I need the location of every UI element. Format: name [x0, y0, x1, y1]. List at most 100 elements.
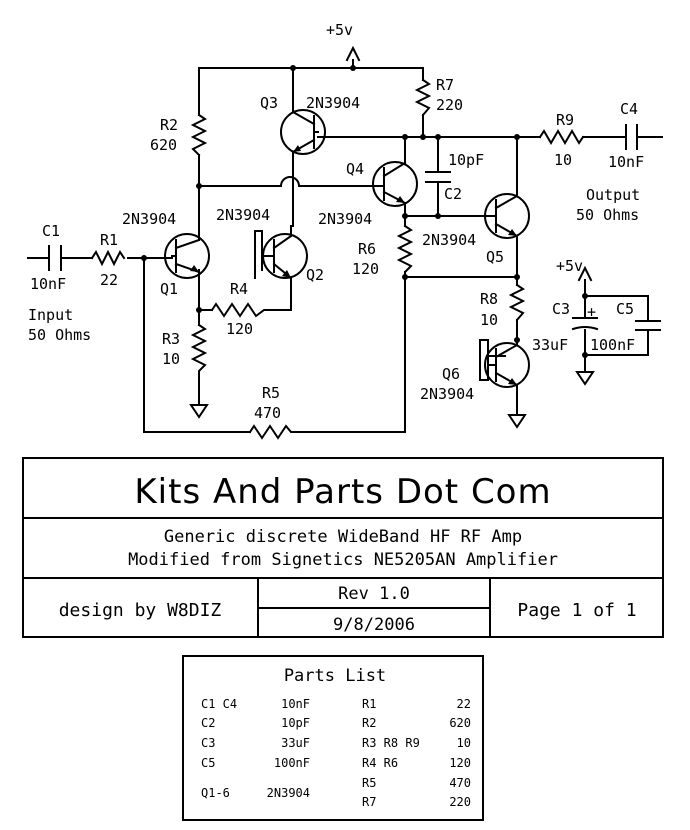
input-impedance: 50 Ohms [28, 326, 91, 344]
junction-dots [141, 65, 588, 358]
q2-type: 2N3904 [216, 206, 270, 224]
resistor-r2 [190, 113, 208, 157]
c2-value: 10pF [448, 151, 484, 169]
r4-value: 120 [226, 320, 253, 338]
c1-value: 10nF [30, 275, 66, 293]
parts-list-title: Parts List [284, 666, 386, 686]
capacitor-c3 [571, 317, 599, 331]
parts-right-ref: R2 [362, 716, 376, 730]
parts-right-ref: R7 [362, 795, 376, 809]
wire-crossover [279, 176, 301, 188]
r5-value: 470 [254, 404, 281, 422]
q3-ref: Q3 [260, 94, 278, 112]
c3-plus: + [587, 303, 596, 321]
resistor-r6 [396, 224, 414, 277]
r7-ref: R7 [436, 76, 454, 94]
company-title: Kits And Parts Dot Com [134, 472, 551, 512]
c5-value: 100nF [590, 336, 635, 354]
parts-left-value: 33uF [281, 736, 310, 750]
resistor-r3 [190, 323, 208, 377]
parts-right-value: 120 [449, 756, 471, 770]
transistor-q6 [484, 342, 530, 388]
c4-ref: C4 [620, 100, 638, 118]
wires [27, 59, 663, 433]
transistor-q4 [372, 161, 418, 207]
parts-left-ref: C5 [201, 756, 215, 770]
c1-ref: C1 [42, 222, 60, 240]
parts-right-ref: R5 [362, 776, 376, 790]
revision-label: Rev 1.0 [338, 584, 410, 604]
r2-value: 620 [150, 136, 177, 154]
r9-value: 10 [554, 151, 572, 169]
parts-right-value: 470 [449, 776, 471, 790]
q6-type: 2N3904 [420, 385, 474, 403]
q5-type: 2N3904 [422, 231, 476, 249]
resistor-r4 [210, 302, 269, 318]
r8-ref: R8 [480, 290, 498, 308]
capacitor-c5 [635, 320, 661, 331]
ground-q1 [189, 404, 209, 419]
q1-ref: Q1 [160, 280, 178, 298]
q2-ref: Q2 [306, 266, 324, 284]
r3-ref: R3 [162, 330, 180, 348]
output-label: Output [586, 186, 640, 204]
input-label: Input [28, 306, 73, 324]
parts-left-value: 2N3904 [267, 786, 310, 800]
r8-value: 10 [480, 311, 498, 329]
q4-ref: Q4 [346, 160, 364, 178]
capacitor-c1 [48, 245, 62, 271]
r9-ref: R9 [556, 111, 574, 129]
r2-ref: R2 [160, 116, 178, 134]
parts-right-ref: R1 [362, 697, 376, 711]
r6-value: 120 [352, 260, 379, 278]
parts-left-ref: Q1-6 [201, 786, 230, 800]
r7-value: 220 [436, 96, 463, 114]
parts-right-value: 10 [457, 736, 471, 750]
transistor-q2 [261, 233, 308, 280]
resistor-r5 [248, 424, 296, 440]
capacitor-c4 [625, 124, 638, 150]
supply-label-c3: +5v [556, 257, 583, 275]
transistor-q5 [479, 193, 530, 239]
c3-ref: C3 [552, 300, 570, 318]
title-subtitle-1: Generic discrete WideBand HF RF Amp [164, 527, 522, 547]
supply-arrow-c3 [577, 265, 593, 282]
resistor-r8 [508, 283, 526, 322]
parts-left-ref: C3 [201, 736, 215, 750]
c4-value: 10nF [608, 153, 644, 171]
q4-type: 2N3904 [318, 210, 372, 228]
q5-ref: Q5 [486, 248, 504, 266]
c5-ref: C5 [616, 300, 634, 318]
date-label: 9/8/2006 [333, 615, 415, 635]
output-impedance: 50 Ohms [576, 206, 639, 224]
q6-ref: Q6 [442, 365, 460, 383]
ground-q6 [507, 414, 527, 429]
parts-right-value: 620 [449, 716, 471, 730]
parts-right-ref: R4 R6 [362, 756, 398, 770]
ground-c3 [575, 371, 595, 386]
parts-right-value: 220 [449, 795, 471, 809]
capacitor-c2 [425, 171, 451, 183]
r6-ref: R6 [358, 240, 376, 258]
c3-value: 33uF [532, 336, 568, 354]
transistor-q3 [280, 109, 326, 155]
parts-left-value: 10nF [281, 697, 310, 711]
q1-type: 2N3904 [122, 210, 176, 228]
parts-list-box [182, 655, 484, 821]
r5-ref: R5 [262, 384, 280, 402]
parts-left-value: 10pF [281, 716, 310, 730]
r1-ref: R1 [100, 231, 118, 249]
r3-value: 10 [162, 350, 180, 368]
title-block [22, 457, 664, 638]
resistor-r9 [538, 129, 585, 145]
parts-left-value: 100nF [274, 756, 310, 770]
parts-right-value: 22 [457, 697, 471, 711]
c2-ref: C2 [444, 185, 462, 203]
transistor-q1 [164, 233, 210, 279]
resistor-r1 [90, 249, 126, 267]
r4-ref: R4 [230, 280, 248, 298]
parts-left-ref: C2 [201, 716, 215, 730]
